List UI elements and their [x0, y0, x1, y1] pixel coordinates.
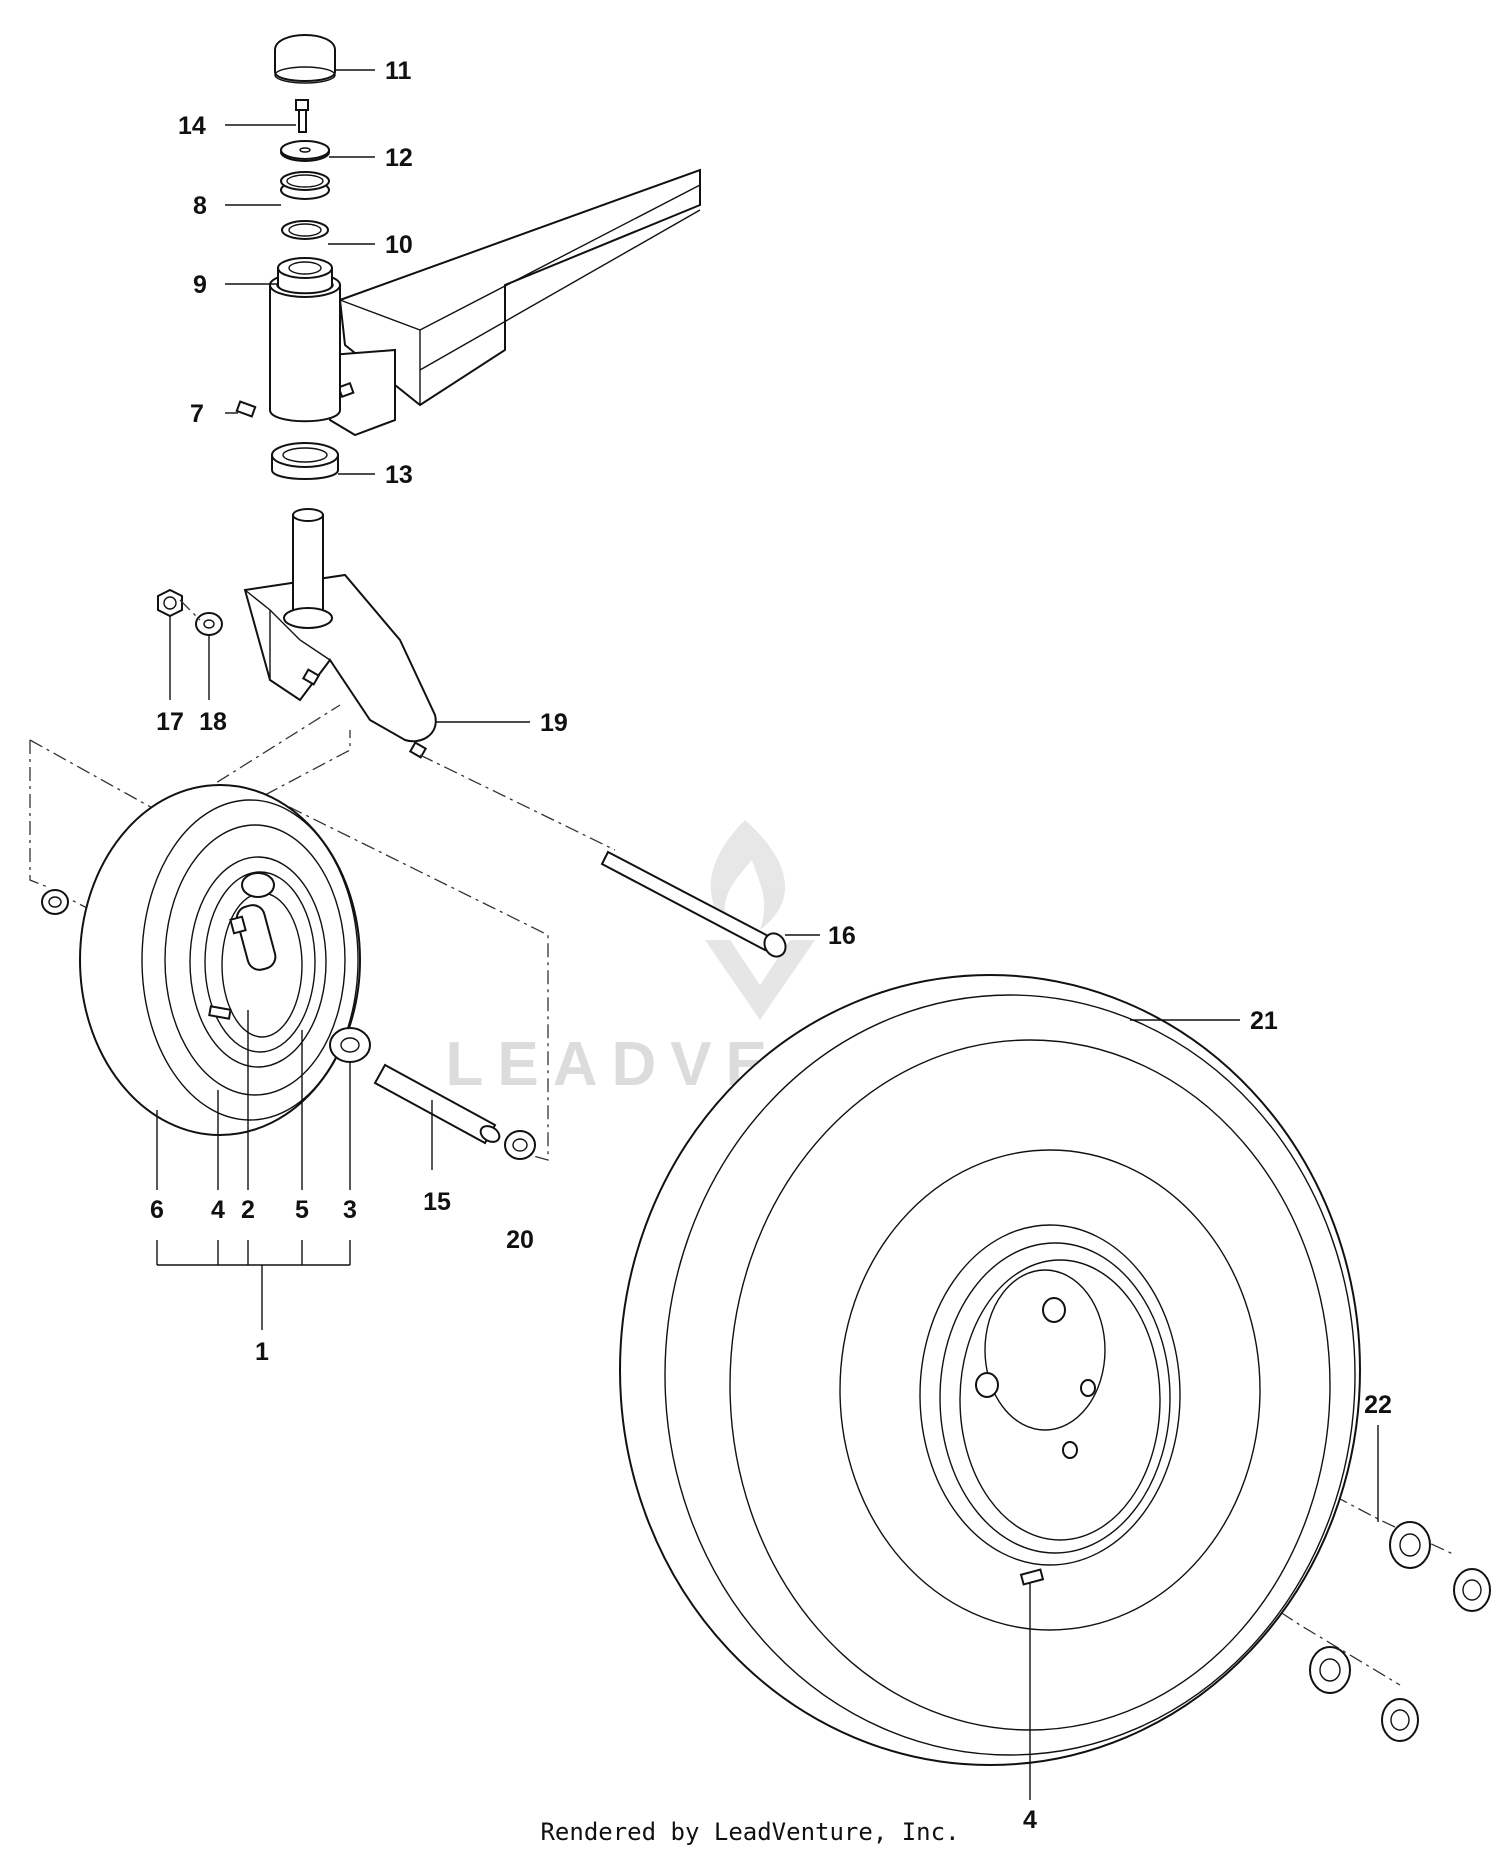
pin-16	[600, 850, 787, 958]
bearing-9	[277, 257, 333, 295]
callout-13: 13	[385, 461, 413, 489]
callout-4-wheel: 4	[1023, 1806, 1037, 1834]
callout-4-caster: 4	[211, 1196, 225, 1224]
axle-frame	[329, 168, 701, 437]
callout-19: 19	[540, 709, 568, 737]
caster-fork-19	[243, 508, 437, 759]
callout-17: 17	[156, 708, 184, 736]
bolt-14	[295, 99, 309, 133]
callout-3: 3	[343, 1196, 357, 1224]
nut-20	[504, 1130, 536, 1160]
spindle-housing	[269, 272, 341, 423]
callout-12: 12	[385, 144, 413, 172]
washer-3	[329, 1027, 371, 1063]
ring-10	[281, 220, 329, 240]
nut-17	[157, 588, 183, 618]
cap-11	[274, 34, 336, 84]
callout-6: 6	[150, 1196, 164, 1224]
callout-9: 9	[193, 271, 207, 299]
callout-15: 15	[423, 1188, 451, 1216]
washer-18	[195, 612, 223, 636]
large-wheel-21	[619, 974, 1361, 1766]
lug-nuts-22	[1309, 1521, 1491, 1742]
callout-10: 10	[385, 231, 413, 259]
callout-1: 1	[255, 1338, 269, 1366]
callout-5: 5	[295, 1196, 309, 1224]
callout-22: 22	[1364, 1391, 1392, 1419]
callout-8: 8	[193, 192, 207, 220]
axle-15	[373, 1063, 501, 1145]
callout-16: 16	[828, 922, 856, 950]
callout-7: 7	[190, 400, 204, 428]
callout-11: 11	[385, 57, 412, 85]
callout-18: 18	[199, 708, 227, 736]
grease-fitting-7	[235, 400, 257, 418]
callout-21: 21	[1250, 1007, 1278, 1035]
spacer-left	[41, 889, 69, 915]
spring-8	[280, 171, 330, 200]
caster-wheel-assembly	[79, 784, 361, 1136]
callout-14: 14	[178, 112, 206, 140]
bearing-13	[271, 442, 339, 480]
leader-lines	[156, 69, 1379, 1800]
footer-credit: Rendered by LeadVenture, Inc.	[540, 1818, 960, 1846]
callout-2: 2	[241, 1196, 255, 1224]
callouts: 11 14 12 8 10 9 7 13 17 18 19 16 21 6 4 …	[150, 57, 1392, 1834]
callout-20: 20	[506, 1226, 534, 1254]
washer-12	[280, 140, 330, 162]
